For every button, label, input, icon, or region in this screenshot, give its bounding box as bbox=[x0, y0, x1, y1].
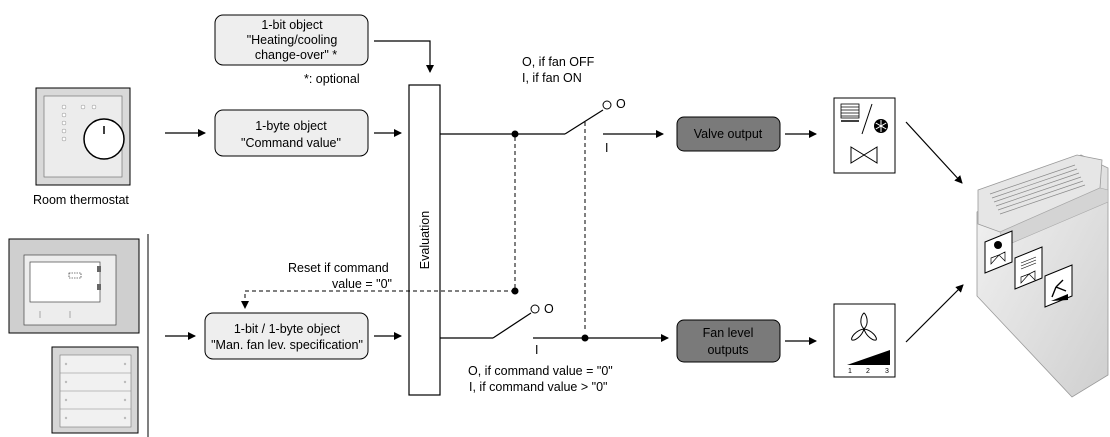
fan-coil-control-panel bbox=[984, 230, 1073, 308]
svg-text:2: 2 bbox=[866, 368, 870, 375]
fan-symbol-panel: 1 2 3 bbox=[833, 303, 896, 378]
svg-text:"Command value": "Command value" bbox=[241, 136, 341, 150]
thermostat-dial-icon bbox=[83, 118, 125, 160]
bottom-switch-note-1: O, if command value = "0" bbox=[468, 364, 613, 378]
top-switch-note-2: I, if fan ON bbox=[522, 71, 582, 85]
bottom-switch-i-label: I bbox=[535, 343, 538, 357]
reset-note-2: value = "0" bbox=[332, 277, 392, 291]
svg-text:1: 1 bbox=[848, 368, 852, 375]
top-switch-i-label: I bbox=[605, 141, 608, 155]
svg-text:"Heating/cooling: "Heating/cooling bbox=[247, 33, 338, 47]
svg-text:1-bit / 1-byte object: 1-bit / 1-byte object bbox=[234, 322, 341, 336]
top-switch bbox=[564, 109, 604, 135]
fan-coil-grille-icon bbox=[989, 164, 1086, 215]
top-switch-note-1: O, if fan OFF bbox=[522, 55, 595, 69]
command-value-object-box: 1-byte object "Command value" bbox=[214, 109, 369, 157]
fan-coil-unit bbox=[976, 154, 1109, 398]
svg-text:Fan level: Fan level bbox=[703, 326, 754, 340]
valve-symbol-panel bbox=[833, 97, 896, 174]
heating-icon bbox=[840, 103, 860, 122]
reset-note-1: Reset if command bbox=[288, 261, 389, 275]
fan-level-ramp-icon bbox=[847, 350, 890, 365]
svg-text:1-bit object: 1-bit object bbox=[261, 18, 323, 32]
fan-spec-object-box: 1-bit / 1-byte object "Man. fan lev. spe… bbox=[204, 312, 369, 360]
bottom-switch-o-label: O bbox=[544, 302, 554, 316]
svg-text:"Man. fan lev. specification": "Man. fan lev. specification" bbox=[211, 338, 363, 352]
evaluation-box: Evaluation bbox=[408, 84, 441, 396]
valve-output-box: Valve output bbox=[676, 116, 781, 152]
svg-text:Valve output: Valve output bbox=[694, 127, 763, 141]
optional-note: *: optional bbox=[304, 72, 360, 86]
bottom-switch bbox=[492, 312, 532, 339]
svg-text:outputs: outputs bbox=[707, 343, 748, 357]
changeover-object-box: 1-bit object "Heating/cooling change-ove… bbox=[214, 14, 369, 66]
dashed-control-lines bbox=[244, 122, 586, 332]
push-button-device bbox=[51, 346, 139, 434]
fan-icon bbox=[851, 312, 877, 341]
svg-text:change-over" *: change-over" * bbox=[255, 48, 337, 62]
valve-icon bbox=[850, 146, 878, 164]
display-panel-device bbox=[8, 238, 140, 334]
room-thermostat-device bbox=[35, 87, 131, 186]
cooling-snowflake-icon bbox=[874, 119, 888, 133]
thermostat-led-icons bbox=[61, 104, 97, 142]
top-switch-o-label: O bbox=[616, 97, 626, 111]
evaluation-label: Evaluation bbox=[418, 211, 432, 269]
bottom-switch-note-2: I, if command value > "0" bbox=[469, 380, 607, 394]
fan-output-box: Fan level outputs bbox=[676, 319, 781, 363]
svg-text:3: 3 bbox=[885, 368, 889, 375]
svg-text:1-byte object: 1-byte object bbox=[255, 119, 327, 133]
thermostat-label: Room thermostat bbox=[33, 193, 129, 207]
